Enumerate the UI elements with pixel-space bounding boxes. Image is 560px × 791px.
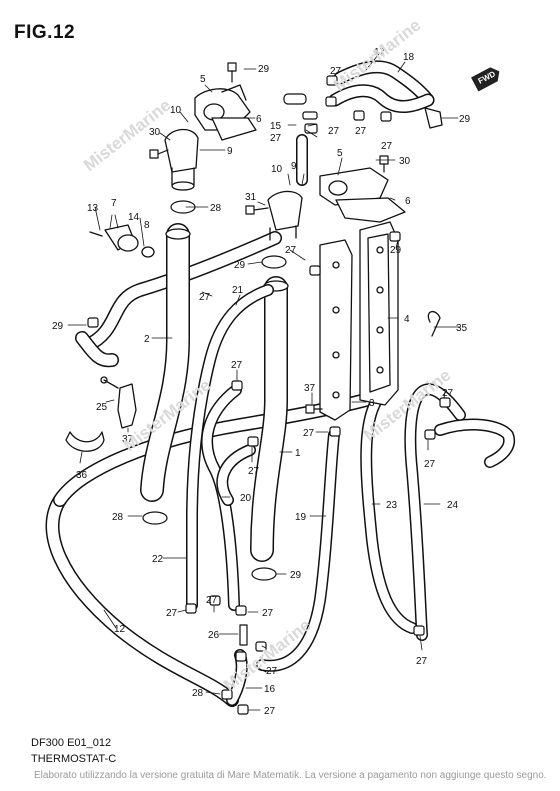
label-p27e: 27 bbox=[285, 245, 297, 256]
label-p1: 1 bbox=[295, 448, 301, 459]
label-p27k: 27 bbox=[166, 608, 178, 619]
label-p38: 37 bbox=[304, 383, 316, 394]
label-p29d: 29 bbox=[290, 570, 302, 581]
hose-19 bbox=[256, 429, 340, 672]
label-p14: 14 bbox=[128, 212, 140, 223]
label-p6a: 6 bbox=[256, 114, 262, 125]
label-p27m: 27 bbox=[262, 608, 274, 619]
label-p5a: 5 bbox=[200, 74, 206, 85]
label-p27o: 27 bbox=[416, 656, 428, 667]
gasket-3 bbox=[319, 239, 353, 421]
label-p15: 15 bbox=[270, 121, 282, 132]
label-p23: 23 bbox=[386, 500, 398, 511]
part-number-labels: 29 5 6 10 30 9 28 13 7 14 8 17 18 27 15 … bbox=[52, 47, 471, 717]
label-p5b: 5 bbox=[337, 148, 343, 159]
hose-31 bbox=[81, 231, 282, 352]
label-p39: 37 bbox=[122, 434, 134, 445]
thermostat-housing-upper bbox=[164, 84, 257, 191]
label-p10a: 10 bbox=[170, 105, 182, 116]
label-p27b: 27 bbox=[328, 126, 340, 137]
label-p16: 16 bbox=[264, 684, 276, 695]
label-p33: 35 bbox=[456, 323, 468, 334]
label-p29a: 28 bbox=[210, 203, 222, 214]
label-p8: 8 bbox=[144, 220, 150, 231]
label-p35: 29 bbox=[459, 114, 471, 125]
label-p27d: 27 bbox=[381, 141, 393, 152]
label-p26: 26 bbox=[208, 630, 220, 641]
label-p32: 36 bbox=[76, 470, 88, 481]
label-p37a: 30 bbox=[149, 127, 161, 138]
figure-title: FIG.12 bbox=[14, 22, 76, 43]
thermostat-housing-right bbox=[267, 167, 406, 241]
hose-27-20 bbox=[201, 384, 256, 611]
hose-22-21 bbox=[186, 284, 274, 611]
clamp-35 bbox=[424, 107, 443, 129]
sensor-7-14-8 bbox=[89, 224, 155, 258]
label-p27h: 27 bbox=[442, 388, 454, 399]
label-p19: 19 bbox=[295, 512, 307, 523]
label-p27c: 27 bbox=[355, 126, 367, 137]
label-p36b: 30 bbox=[399, 156, 411, 167]
hose-clamps bbox=[87, 75, 451, 715]
section-name: THERMOSTAT-C bbox=[31, 753, 117, 765]
hose-17-18 bbox=[328, 60, 435, 113]
label-p27n: 27 bbox=[266, 666, 278, 677]
label-p4: 4 bbox=[404, 314, 410, 325]
label-p27p: 27 bbox=[264, 706, 276, 717]
label-p18: 18 bbox=[403, 52, 415, 63]
label-p27i: 27 bbox=[424, 459, 436, 470]
clip-33 bbox=[427, 311, 441, 337]
label-p20: 20 bbox=[240, 493, 252, 504]
label-p6b: 6 bbox=[405, 196, 411, 207]
label-p9a: 9 bbox=[227, 146, 233, 157]
label-p27j: 27 bbox=[248, 466, 260, 477]
footer-note: Elaborato utilizzando la versione gratui… bbox=[34, 770, 547, 781]
label-p30b: 29 bbox=[52, 321, 64, 332]
label-p27l: 27 bbox=[206, 595, 218, 606]
label-p13: 13 bbox=[87, 203, 99, 214]
label-p29c: 28 bbox=[112, 512, 124, 523]
label-p2: 2 bbox=[144, 334, 150, 345]
label-p9b: 9 bbox=[291, 161, 297, 172]
clip-32 bbox=[65, 431, 105, 452]
label-p37b: 31 bbox=[245, 192, 257, 203]
label-p21: 22 bbox=[152, 554, 164, 565]
label-p29b: 29 bbox=[234, 260, 246, 271]
hose-2 bbox=[140, 223, 191, 502]
label-p24: 24 bbox=[447, 500, 459, 511]
leader-lines bbox=[67, 54, 461, 711]
label-p22: 21 bbox=[232, 285, 244, 296]
label-p7: 7 bbox=[111, 198, 117, 209]
label-p12: 12 bbox=[114, 624, 126, 635]
label-p17: 17 bbox=[374, 47, 386, 58]
label-p10b: 10 bbox=[271, 164, 283, 175]
label-p3: 3 bbox=[369, 398, 375, 409]
label-p28b: 28 bbox=[192, 688, 204, 699]
label-p28a: 27 bbox=[270, 133, 282, 144]
label-p25: 25 bbox=[96, 402, 108, 413]
label-p27a: 27 bbox=[330, 66, 342, 77]
bracket-25-39 bbox=[100, 376, 137, 429]
thermostat-cover-4 bbox=[359, 221, 399, 406]
label-p30a: 29 bbox=[390, 245, 402, 256]
label-p31: 27 bbox=[199, 292, 211, 303]
hose-30-left bbox=[75, 331, 119, 368]
hose-24 bbox=[404, 383, 515, 641]
hose-23 bbox=[360, 390, 418, 634]
model-code: DF300 E01_012 bbox=[31, 737, 112, 749]
label-p27g: 27 bbox=[303, 428, 315, 439]
label-p27f: 27 bbox=[231, 360, 243, 371]
hose-1 bbox=[250, 276, 289, 562]
label-p36a: 29 bbox=[258, 64, 270, 75]
